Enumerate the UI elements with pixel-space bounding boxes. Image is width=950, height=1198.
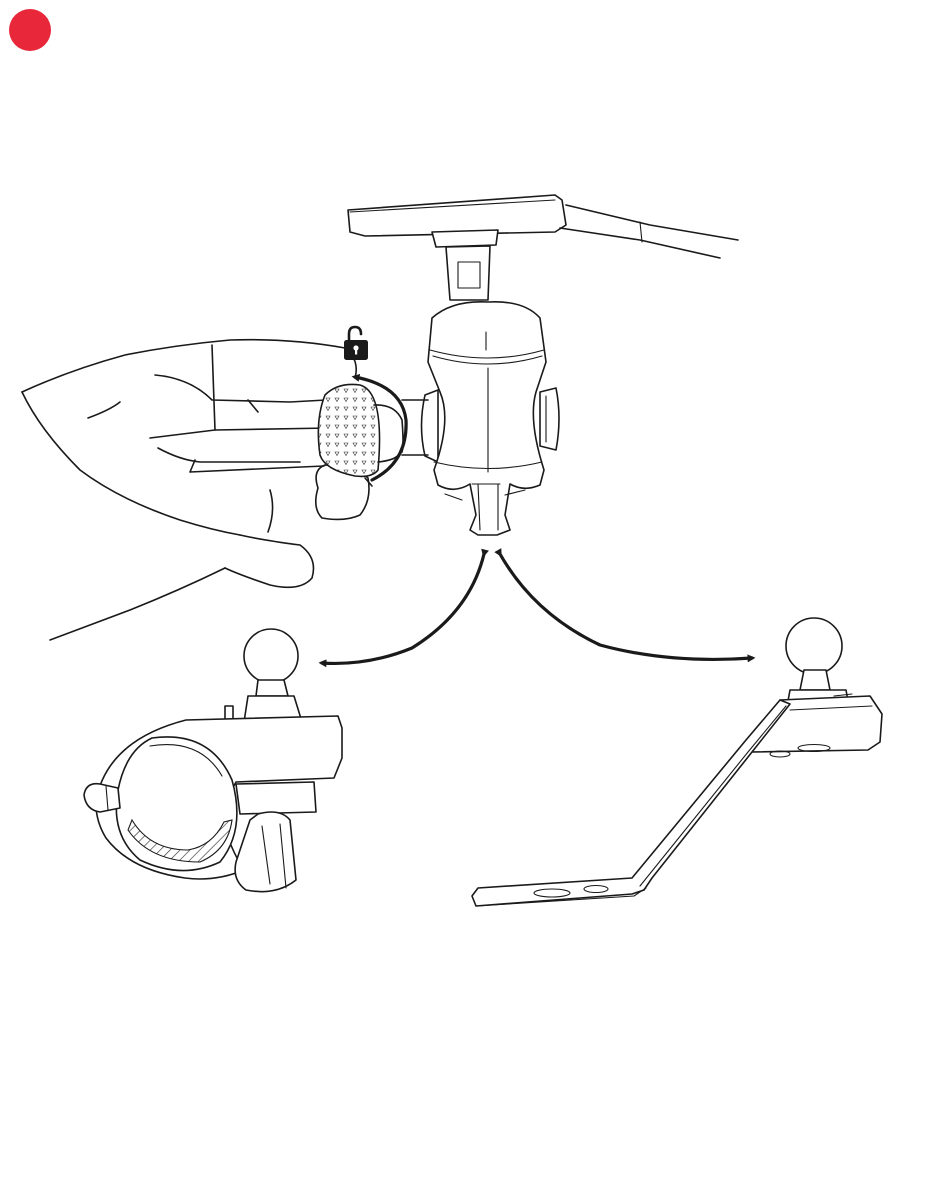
double-socket-arm — [422, 302, 560, 535]
handlebar-clamp-ball-mount — [84, 629, 342, 892]
arrow-to-angled-bracket — [500, 554, 752, 659]
unlock-icon — [344, 327, 368, 360]
hand-turning-knob — [22, 340, 428, 640]
device-holder-cradle — [348, 195, 738, 300]
angled-bracket-ball-mount — [472, 618, 882, 906]
step-marker-dot — [9, 9, 51, 51]
arrow-to-handlebar-clamp — [322, 554, 484, 663]
